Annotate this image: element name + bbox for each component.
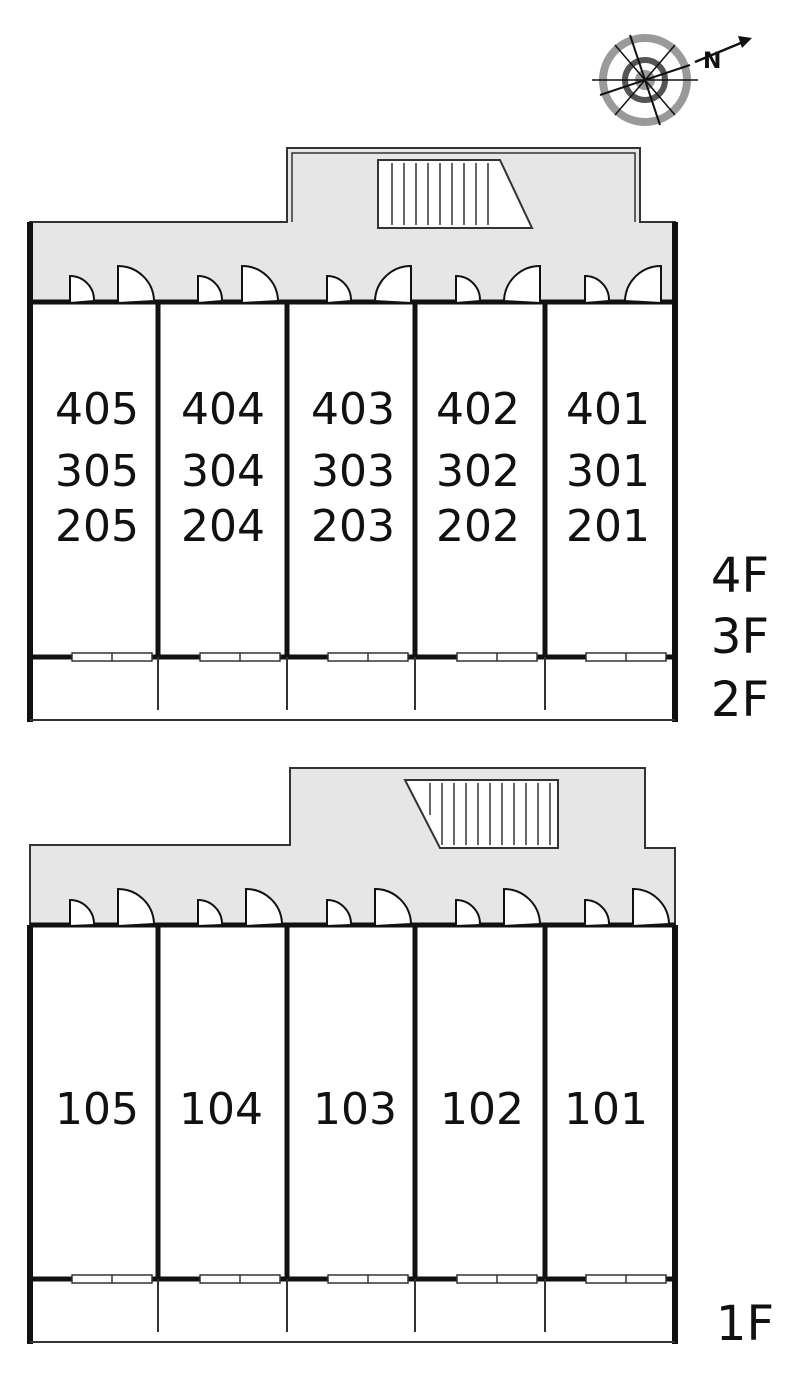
unit-number: 403 xyxy=(311,384,395,435)
upper-stairs xyxy=(377,159,534,229)
floor-label: 4F xyxy=(711,548,769,604)
lower-floor-plan: 105 104 103 102 101 1F xyxy=(27,767,774,1352)
unit-number: 103 xyxy=(313,1084,397,1135)
unit-number: 304 xyxy=(181,446,265,497)
unit-number: 201 xyxy=(566,501,650,552)
floor-label: 1F xyxy=(716,1296,774,1352)
unit-number: 401 xyxy=(566,384,650,435)
unit-number: 102 xyxy=(440,1084,524,1135)
unit-number: 404 xyxy=(181,384,265,435)
unit-number: 105 xyxy=(55,1084,139,1135)
unit-number: 301 xyxy=(566,446,650,497)
lower-unit-labels: 105 104 103 102 101 xyxy=(55,1084,648,1135)
unit-number: 101 xyxy=(564,1084,648,1135)
unit-number: 405 xyxy=(55,384,139,435)
unit-number: 302 xyxy=(436,446,520,497)
unit-number: 202 xyxy=(436,501,520,552)
unit-number: 204 xyxy=(181,501,265,552)
compass-icon: N xyxy=(592,34,752,126)
lower-stairs xyxy=(403,779,559,849)
unit-number: 205 xyxy=(55,501,139,552)
unit-number: 203 xyxy=(311,501,395,552)
upper-floor-plan: 405 305 205 404 304 204 403 303 203 402 … xyxy=(27,147,769,728)
unit-number: 303 xyxy=(311,446,395,497)
unit-number: 305 xyxy=(55,446,139,497)
upper-unit-labels: 405 305 205 404 304 204 403 303 203 402 … xyxy=(55,384,650,552)
floor-label: 2F xyxy=(711,672,769,728)
unit-number: 104 xyxy=(179,1084,263,1135)
unit-number: 402 xyxy=(436,384,520,435)
floor-label: 3F xyxy=(711,609,769,665)
compass-north-label: N xyxy=(703,49,721,74)
